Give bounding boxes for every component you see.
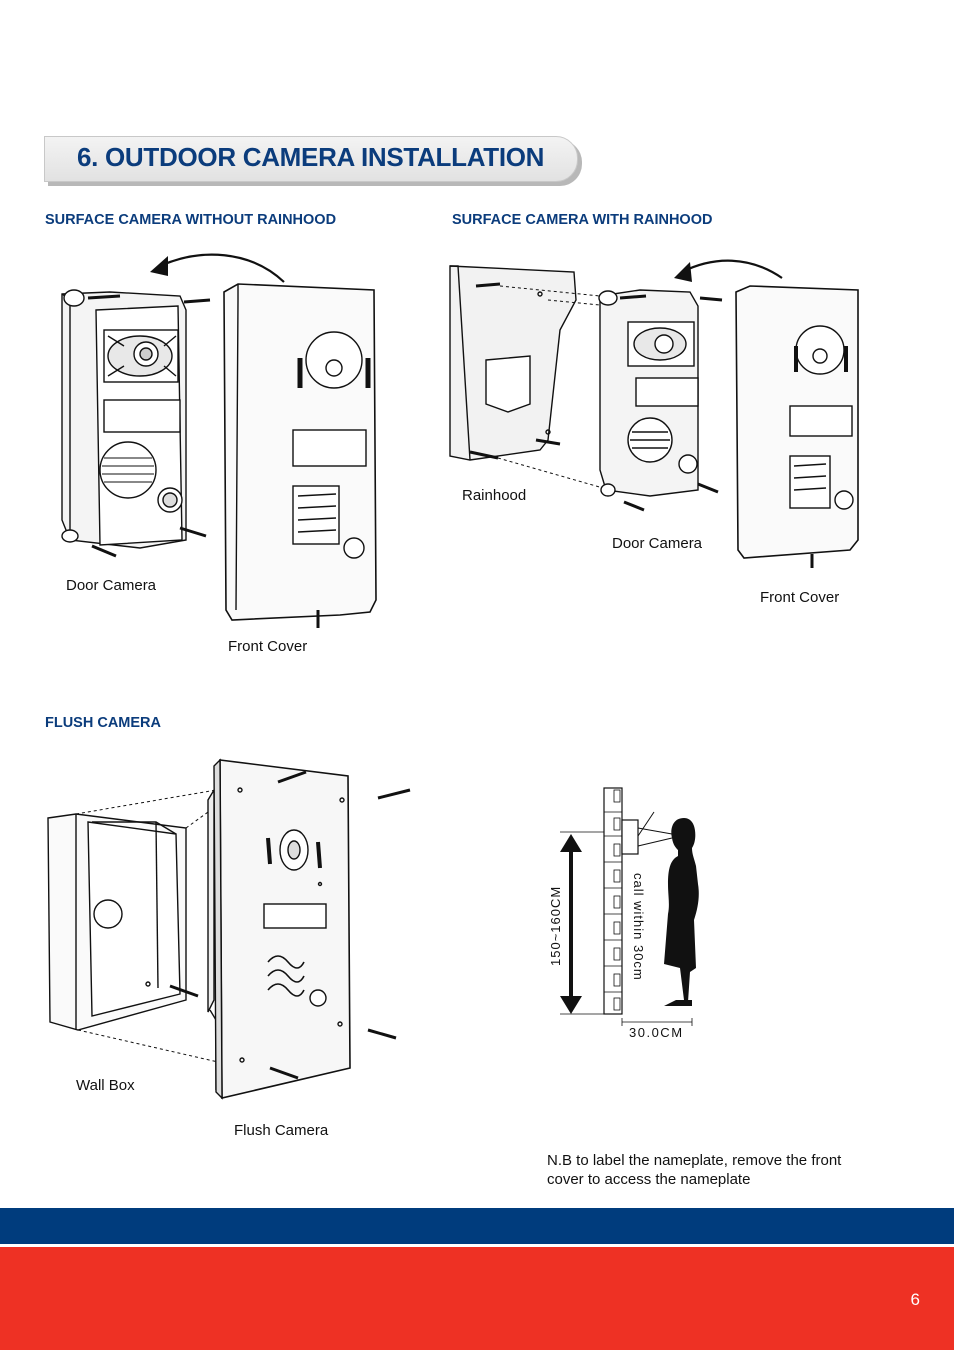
heading-flush-camera: FLUSH CAMERA bbox=[45, 715, 161, 731]
label-flush-camera: Flush Camera bbox=[234, 1122, 329, 1139]
label-front-cover-1: Front Cover bbox=[228, 638, 308, 655]
nameplate-note: N.B to label the nameplate, remove the f… bbox=[547, 1152, 842, 1188]
label-distance-note: call within 30cm bbox=[631, 873, 646, 981]
heading-with-rainhood: SURFACE CAMERA WITH RAINHOOD bbox=[452, 212, 713, 228]
page-title: 6. OUTDOOR CAMERA INSTALLATION bbox=[77, 142, 545, 172]
page-number: 6 bbox=[910, 1290, 920, 1309]
label-rainhood: Rainhood bbox=[462, 487, 527, 504]
label-front-cover-2: Front Cover bbox=[760, 589, 840, 606]
footer-red-band bbox=[0, 1247, 954, 1350]
label-wall-box: Wall Box bbox=[76, 1077, 135, 1094]
section-title-tab: 6. OUTDOOR CAMERA INSTALLATION bbox=[44, 136, 582, 186]
label-door-camera-2: Door Camera bbox=[612, 535, 703, 552]
footer-blue-band bbox=[0, 1208, 954, 1244]
label-door-camera-1: Door Camera bbox=[66, 577, 157, 594]
title-tab-face bbox=[44, 136, 578, 182]
label-distance: 30.0CM bbox=[629, 1025, 684, 1040]
heading-without-rainhood: SURFACE CAMERA WITHOUT RAINHOOD bbox=[45, 212, 337, 228]
label-height-range: 150~160CM bbox=[548, 885, 563, 966]
